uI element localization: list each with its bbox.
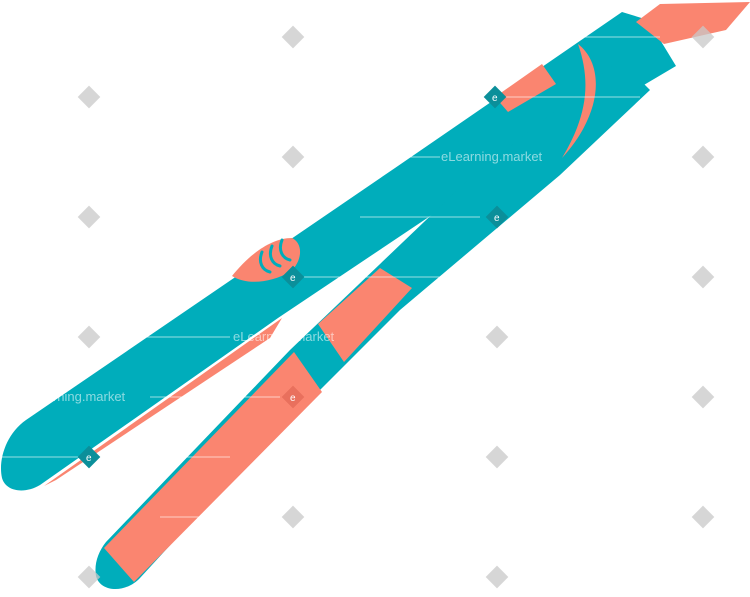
upper-heating-plate [44,318,282,486]
svg-text:e: e [290,273,296,284]
button-icon [232,238,301,282]
upper-arm [1,12,676,491]
svg-text:e: e [86,453,92,464]
svg-text:e: e [290,393,296,404]
upper-arm-curve-accent [562,44,596,158]
upper-arm-label-strip [495,64,556,112]
svg-text:e: e [494,213,500,224]
hinge-cap [636,2,750,44]
watermark-text: eLearning.market [24,389,126,404]
watermark-text: eLearning.market [233,329,335,344]
lower-arm-middle-panel [318,268,412,362]
watermark-e-badge: e e e e e [77,85,509,469]
watermark-overlay: eLearning.market eLearning.market eLearn… [0,25,715,589]
svg-text:e: e [492,93,498,104]
lower-heating-plate [104,352,322,582]
watermark-text: eLearning.market [441,149,543,164]
